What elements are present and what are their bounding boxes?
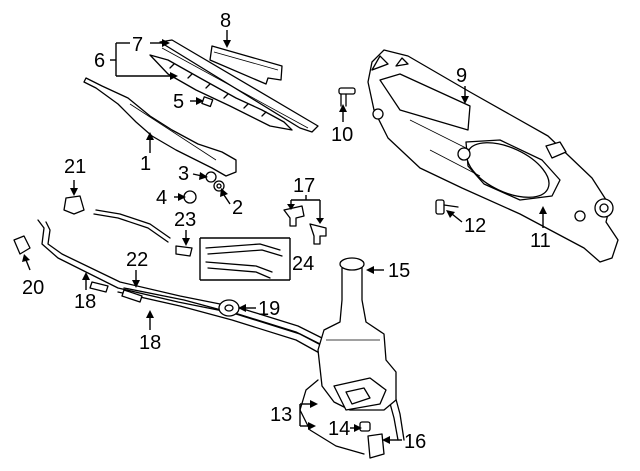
callout-6: 6: [94, 50, 105, 72]
callout-22: 22: [126, 249, 148, 271]
callout-4: 4: [156, 187, 167, 209]
wiper-blade-part: [149, 39, 319, 133]
callout-15: 15: [388, 260, 410, 282]
callout-8: 8: [220, 10, 231, 32]
callout-3: 3: [178, 163, 189, 185]
callout-5: 5: [173, 91, 184, 113]
level-sensor-part: [367, 433, 385, 459]
fitting-part-21: [63, 195, 85, 215]
clip-part-17: [283, 205, 327, 245]
bolt-part-12: [435, 199, 459, 215]
callout-18b: 18: [139, 332, 161, 354]
callout-1: 1: [140, 153, 151, 175]
callout-20: 20: [22, 277, 44, 299]
bolt-part-10: [338, 87, 356, 107]
leader-lines: [22, 30, 547, 444]
callout-21: 21: [64, 156, 86, 178]
callout-labels: 8 7 6 5 1 3 2 4 9 10 11 12 15 17 16 14 1…: [22, 10, 551, 453]
callout-13: 13: [270, 404, 292, 426]
callout-7: 7: [132, 34, 143, 56]
wiper-linkage-part: [367, 49, 619, 263]
callout-14: 14: [328, 418, 350, 440]
fitting-part-20: [13, 235, 31, 255]
callout-10: 10: [331, 124, 353, 146]
callout-17: 17: [293, 175, 315, 197]
callout-12: 12: [464, 215, 486, 237]
callout-24: 24: [292, 253, 314, 275]
nozzle-part: [175, 245, 193, 257]
clip-part: [201, 96, 214, 108]
pump-part: [359, 421, 371, 432]
grommet-part: [218, 299, 240, 317]
callout-19: 19: [258, 298, 280, 320]
callout-18a: 18: [74, 291, 96, 313]
callout-16: 16: [404, 431, 426, 453]
blade-insert-part: [209, 45, 283, 85]
pump-hose-part: [299, 379, 365, 455]
washer-reservoir-part: [317, 257, 397, 411]
callout-2: 2: [232, 197, 243, 219]
callout-9: 9: [456, 65, 467, 87]
hose-set-part: [93, 209, 283, 279]
callout-23: 23: [174, 209, 196, 231]
callout-11: 11: [530, 230, 551, 252]
wiper-arm-part: [83, 77, 237, 177]
